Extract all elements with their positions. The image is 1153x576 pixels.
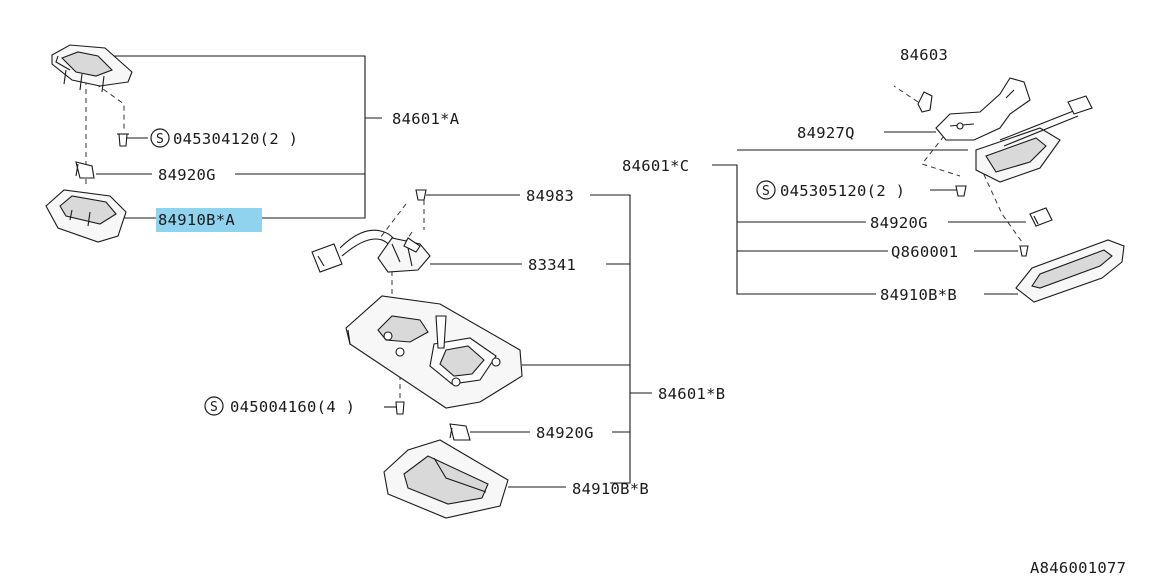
assembly-84601c: 84603 84927Q 84601*C S 045305120(2 ) 849… [622,46,1125,304]
s-symbol-icon: S [756,180,776,200]
screw-c-part [955,185,967,197]
label-83341: 83341 [528,256,576,274]
label-84910bb-c: 84910B*B [880,286,957,304]
label-q860001: Q860001 [891,243,958,261]
label-84920g-c: 84920G [870,214,928,232]
label-84601b: 84601*B [658,385,725,403]
lens-c-part [1015,239,1125,303]
label-84927q: 84927Q [797,124,855,142]
clip-84603-part [917,91,933,113]
screw-045004160-part [395,401,405,415]
s-symbol-letter: S [762,184,770,199]
label-84920g-b: 84920G [536,424,594,442]
label-84601a: 84601*A [392,110,460,128]
lens-a-part [45,189,127,243]
bracket-84927q-part [935,77,1031,141]
label-84603: 84603 [900,46,948,64]
bulb-a-part [75,161,95,179]
lamp-base-a-part [51,44,133,93]
harness-part [311,229,403,273]
s-symbol-letter: S [156,132,164,147]
screw-84983-part [415,189,427,201]
label-84910bb-b: 84910B*B [572,480,649,498]
screw-a-part [117,133,129,147]
s-symbol-icon: S [150,128,170,148]
assembly-84601b: 84983 83341 84601*B S 045004160(4 ) 8492… [204,187,725,519]
label-84983: 84983 [526,187,574,205]
socket-83341-part [377,237,431,273]
s-symbol-letter: S [210,400,218,415]
highlight-84910ba [156,208,262,232]
lamp-base-c-part [975,95,1093,183]
label-045004160: 045004160(4 ) [230,398,355,416]
label-84920g-a: 84920G [158,166,216,184]
lamp-base-b-part [345,295,523,409]
label-84910ba[interactable]: 84910B*A [158,211,235,229]
s-symbol-icon: S [204,396,224,416]
label-045305120: 045305120(2 ) [780,182,905,200]
label-045304120: 045304120(2 ) [173,130,298,148]
bulb-c-part [1029,207,1053,227]
figure-code: A846001077 [1030,559,1126,576]
lens-b-part [383,439,509,519]
assembly-84601a: 84601*A S 045304120(2 ) 84920G 84910B*A [45,44,460,243]
screw-q860001-part [1019,245,1029,257]
bulb-b-part [449,423,471,441]
label-84601c: 84601*C [622,157,689,175]
